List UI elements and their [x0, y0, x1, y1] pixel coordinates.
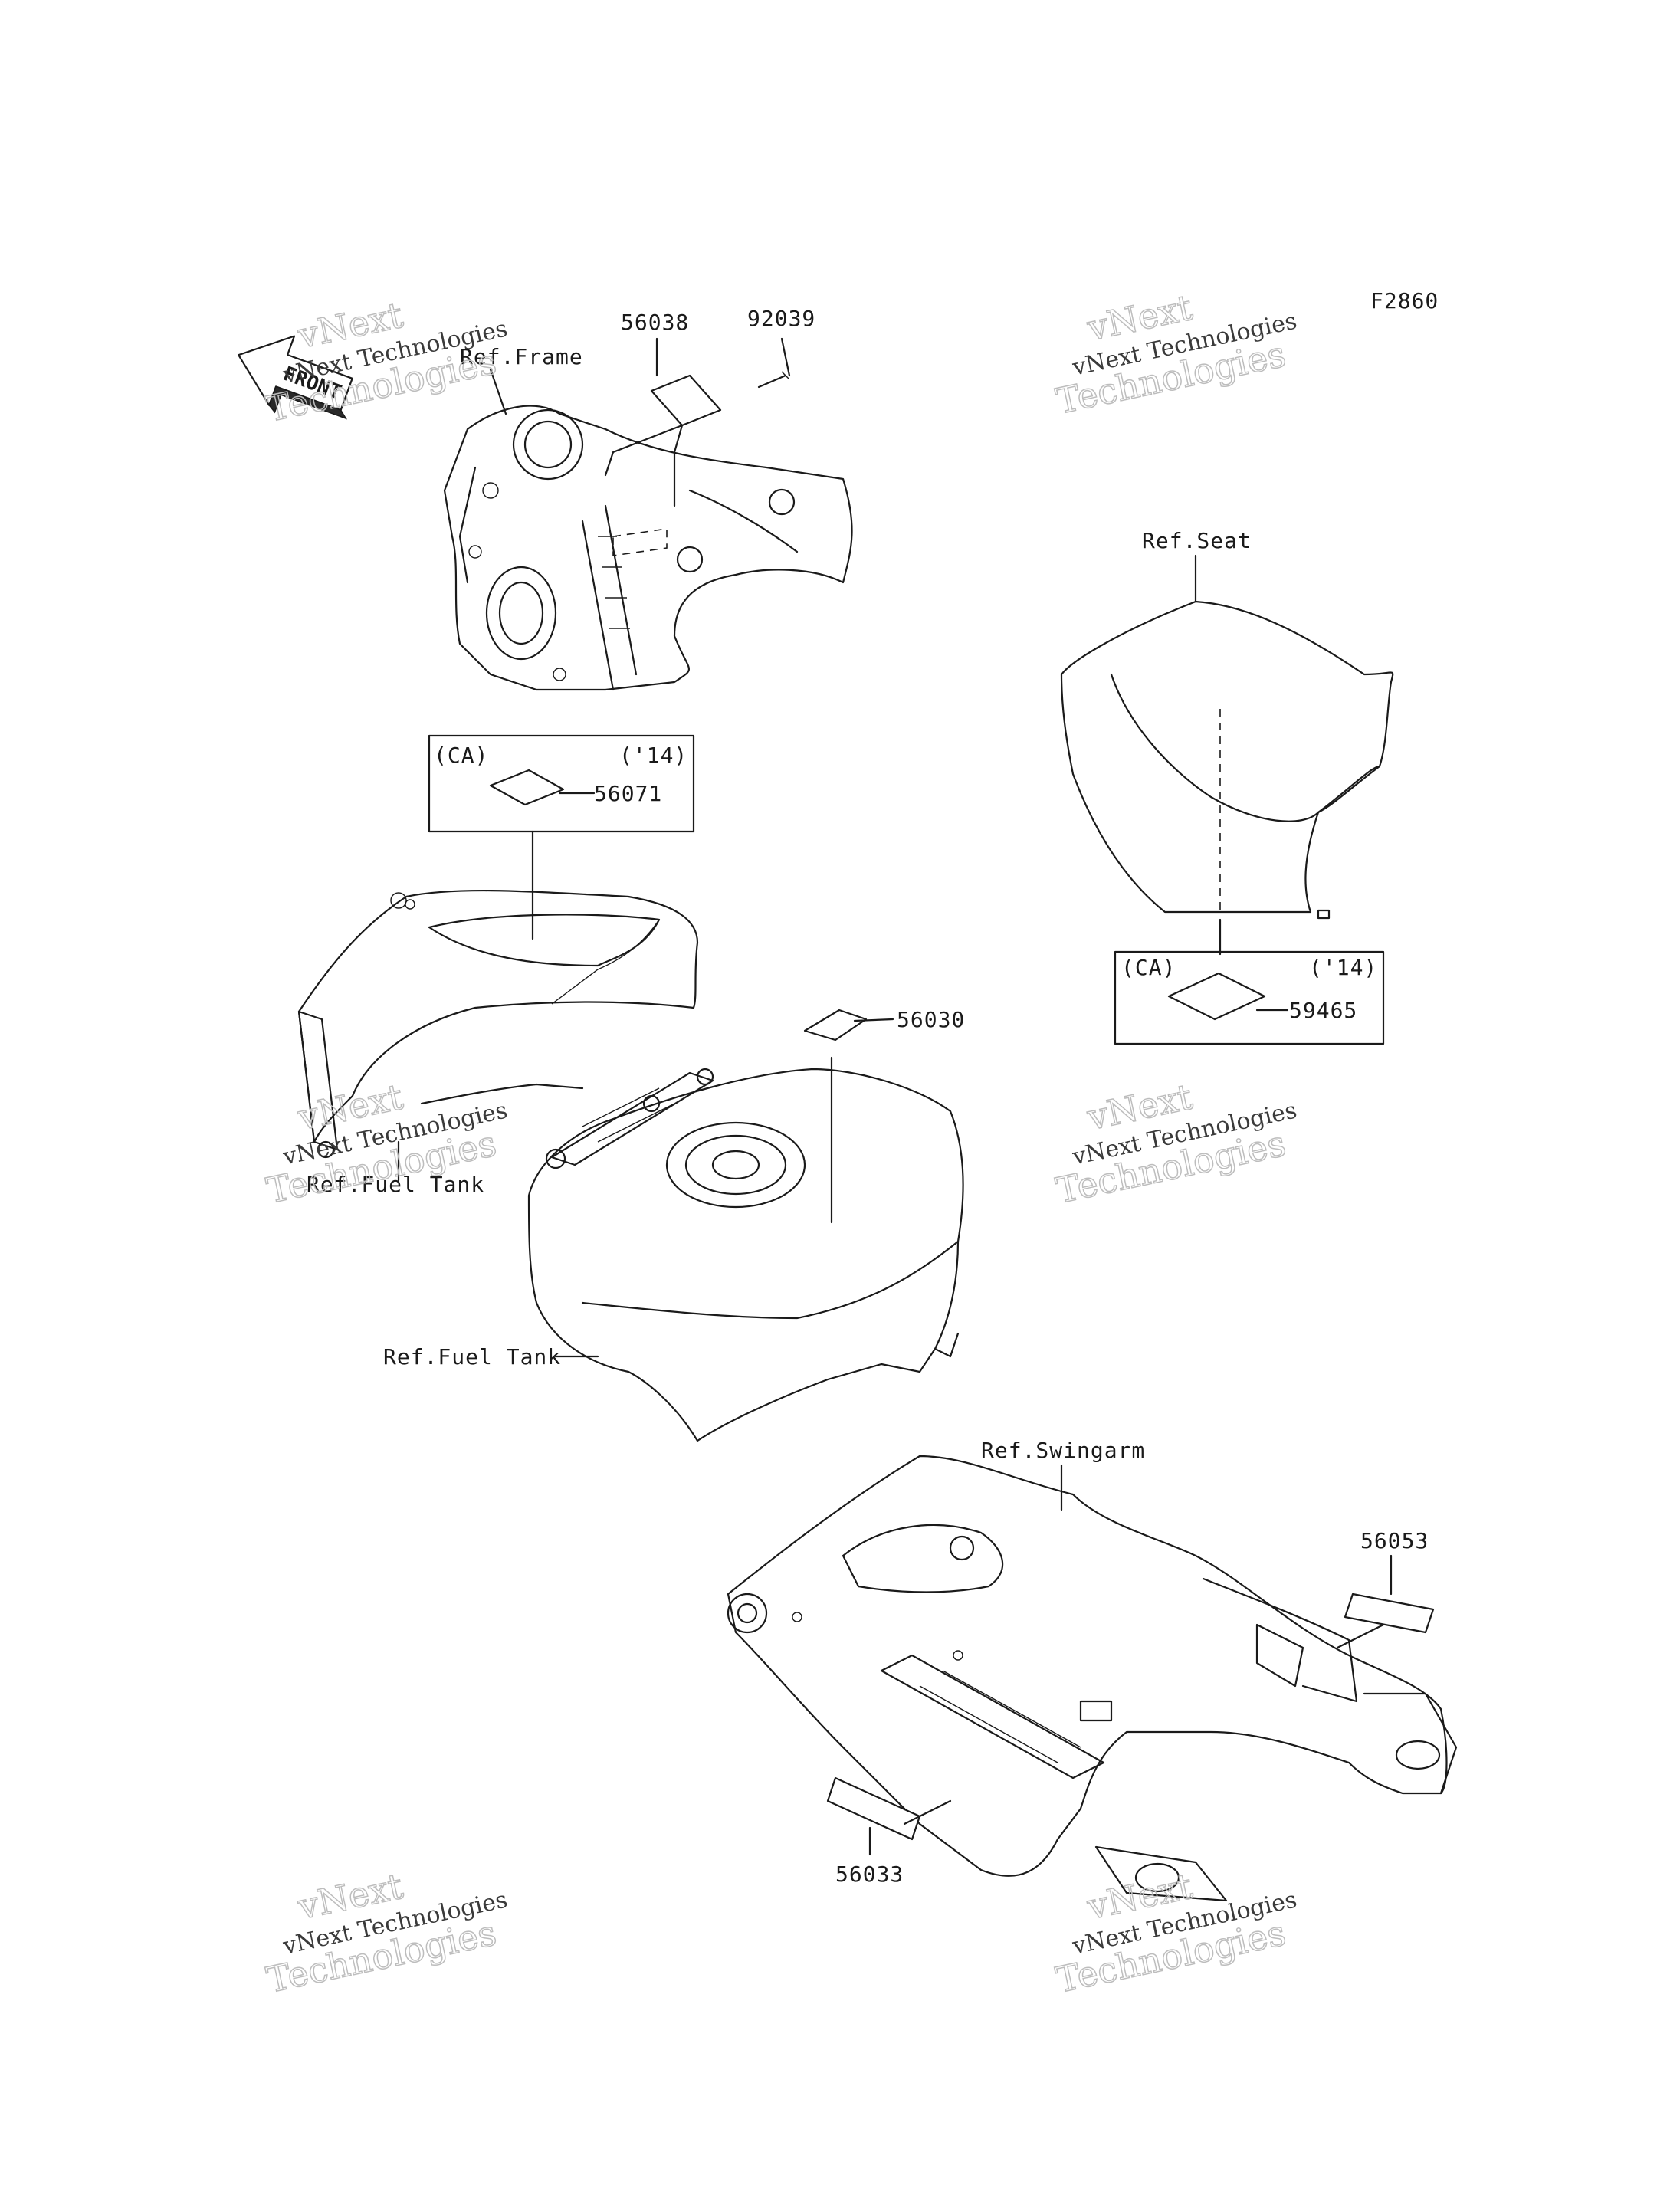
leader-56053-to-arm [1336, 1623, 1385, 1649]
part-56033-label [826, 1776, 921, 1841]
ref-frame-label: Ref.Frame [460, 344, 583, 369]
watermark-bottom-right: vNext Technologies vNext Technologies [1052, 1865, 1299, 2002]
watermark-mid-left: vNext Technologies vNext Technologies [262, 1075, 510, 1212]
seat-drawing [1060, 600, 1394, 920]
swingarm-drawing [727, 1455, 1458, 1902]
part-56030-label [803, 1009, 868, 1041]
ref-fuel-tank-cover-label: Ref.Fuel Tank [307, 1172, 484, 1197]
part-56053-label [1344, 1593, 1435, 1634]
watermark-mid-right: vNext Technologies vNext Technologies [1052, 1075, 1299, 1212]
part-number-56030: 56030 [897, 1007, 965, 1032]
part-56071-label [489, 769, 565, 806]
leader-56030 [853, 1018, 894, 1022]
box-region-ca-seat: (CA) [1121, 955, 1176, 980]
figure-code: F2860 [1370, 288, 1439, 313]
leader-56033-to-arm [903, 1799, 952, 1825]
part-number-59465: 59465 [1289, 998, 1357, 1023]
fuel-tank-cover-drawing [297, 889, 699, 1159]
part-56038-pad [604, 374, 722, 507]
ref-seat-label: Ref.Seat [1142, 528, 1252, 553]
leader-92039 [780, 337, 791, 377]
front-arrow-icon: FRONT [238, 335, 353, 420]
callout-box-59465: (CA) ('14) 59465 [1114, 950, 1385, 1045]
part-59465-label [1167, 972, 1266, 1021]
box-year-14: ('14) [619, 743, 687, 768]
box-year-14-seat: ('14) [1309, 955, 1377, 980]
watermark-top-right: vNext Technologies vNext Technologies [1052, 286, 1299, 423]
box-region-ca: (CA) [434, 743, 488, 768]
part-number-56071: 56071 [594, 781, 662, 806]
fuel-tank-drawing [527, 1068, 964, 1442]
part-92039-clip [757, 371, 790, 389]
leader-ref-frame [489, 368, 507, 415]
part-number-56033: 56033 [835, 1862, 904, 1887]
watermark-bottom-left: vNext Technologies vNext Technologies [262, 1865, 510, 2002]
part-number-56053: 56053 [1360, 1528, 1429, 1553]
callout-box-56071: (CA) ('14) 56071 [428, 734, 695, 833]
ref-fuel-tank-label: Ref.Fuel Tank [383, 1344, 561, 1369]
part-number-56038: 56038 [621, 310, 689, 335]
watermark-top-left: vNext Technologies vNext Technologies [262, 294, 510, 431]
ref-swingarm-label: Ref.Swingarm [981, 1438, 1145, 1463]
frame-drawing [443, 405, 853, 691]
part-number-92039: 92039 [747, 306, 815, 331]
